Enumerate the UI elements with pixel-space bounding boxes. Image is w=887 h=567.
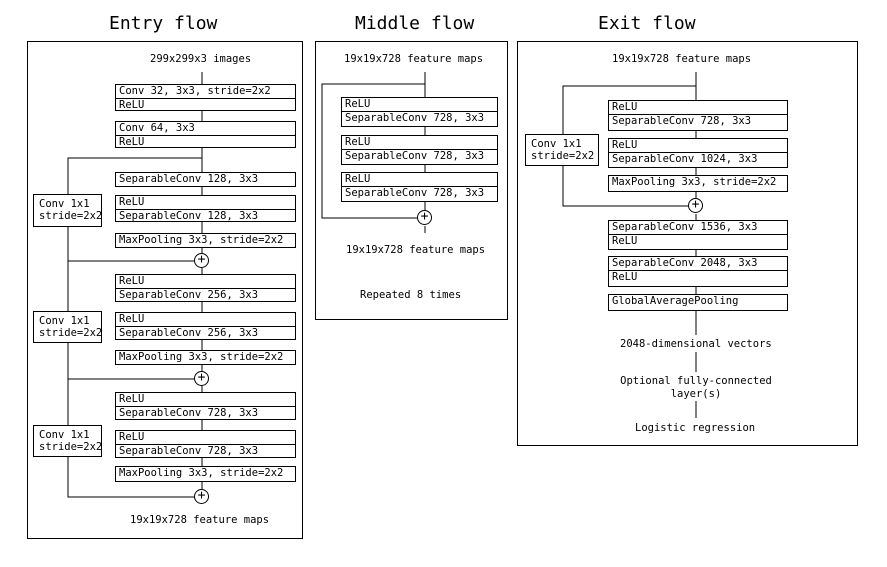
exit-flow-panel — [517, 41, 858, 446]
middle-flow-title: Middle flow — [355, 13, 475, 34]
middle-output-label: 19x19x728 feature maps — [346, 244, 486, 256]
entry-block-sepconv128-b: ReLU SeparableConv 128, 3x3 — [115, 195, 296, 222]
layer-label: ReLU — [119, 431, 145, 443]
layer-label: ReLU — [609, 270, 787, 283]
middle-block-3: ReLU SeparableConv 728, 3x3 — [341, 172, 498, 202]
entry-skip-conv-1: Conv 1x1 stride=2x2 — [33, 194, 102, 227]
entry-skip-conv-3: Conv 1x1 stride=2x2 — [33, 425, 102, 457]
entry-input-label: 299x299x3 images — [150, 53, 252, 65]
middle-flow-panel — [315, 41, 508, 320]
skip-label: stride=2x2 — [39, 441, 103, 453]
fc-label-line: layer(s) — [670, 388, 722, 400]
exit-flow-title: Exit flow — [598, 13, 696, 34]
layer-label: ReLU — [116, 98, 295, 111]
middle-add-node: + — [417, 210, 432, 225]
entry-block-conv32: Conv 32, 3x3, stride=2x2 ReLU — [115, 84, 296, 111]
layer-label: SeparableConv 256, 3x3 — [116, 288, 295, 301]
add-node-3: + — [194, 489, 209, 504]
layer-label: SeparableConv 728, 3x3 — [609, 114, 787, 127]
skip-label: Conv 1x1 — [39, 429, 90, 441]
entry-block-conv64: Conv 64, 3x3 ReLU — [115, 121, 296, 148]
skip-label: stride=2x2 — [39, 327, 103, 339]
exit-block-maxpool: MaxPooling 3x3, stride=2x2 — [608, 175, 788, 192]
entry-block-sepconv728-b: ReLU SeparableConv 728, 3x3 — [115, 430, 296, 458]
exit-block-gap: GlobalAveragePooling — [608, 294, 788, 311]
layer-label: SeparableConv 728, 3x3 — [116, 444, 295, 457]
exit-block-sepconv2048: SeparableConv 2048, 3x3 ReLU — [608, 256, 788, 287]
middle-input-label: 19x19x728 feature maps — [344, 53, 484, 65]
layer-label: ReLU — [119, 393, 145, 405]
layer-label: SeparableConv 728, 3x3 — [116, 406, 295, 419]
entry-block-sepconv128-a: SeparableConv 128, 3x3 — [115, 172, 296, 187]
entry-block-maxpool-2: MaxPooling 3x3, stride=2x2 — [115, 350, 296, 365]
entry-block-maxpool-1: MaxPooling 3x3, stride=2x2 — [115, 233, 296, 248]
middle-repeat-label: Repeated 8 times — [360, 289, 462, 301]
layer-label: SeparableConv 1024, 3x3 — [609, 152, 787, 165]
layer-label: ReLU — [119, 275, 145, 287]
entry-block-maxpool-3: MaxPooling 3x3, stride=2x2 — [115, 466, 296, 482]
layer-label: ReLU — [612, 139, 638, 151]
skip-label: Conv 1x1 — [531, 138, 582, 150]
exit-vectors-label: 2048-dimensional vectors — [620, 338, 772, 350]
layer-label: ReLU — [345, 136, 371, 148]
layer-label: ReLU — [612, 101, 638, 113]
exit-block-sepconv1536: SeparableConv 1536, 3x3 ReLU — [608, 220, 788, 250]
add-node-2: + — [194, 371, 209, 386]
layer-label: Conv 64, 3x3 — [119, 122, 195, 134]
layer-label: SeparableConv 1536, 3x3 — [612, 221, 758, 233]
layer-label: SeparableConv 728, 3x3 — [342, 111, 497, 124]
layer-label: ReLU — [119, 313, 145, 325]
middle-block-2: ReLU SeparableConv 728, 3x3 — [341, 135, 498, 165]
entry-skip-conv-2: Conv 1x1 stride=2x2 — [33, 311, 102, 343]
layer-label: GlobalAveragePooling — [612, 295, 739, 307]
layer-label: SeparableConv 728, 3x3 — [342, 186, 497, 199]
entry-block-sepconv256-a: ReLU SeparableConv 256, 3x3 — [115, 274, 296, 302]
layer-label: ReLU — [119, 196, 145, 208]
skip-label: Conv 1x1 — [39, 315, 90, 327]
layer-label: SeparableConv 256, 3x3 — [116, 326, 295, 339]
layer-label: MaxPooling 3x3, stride=2x2 — [119, 234, 284, 246]
exit-block-sepconv728: ReLU SeparableConv 728, 3x3 — [608, 100, 788, 131]
add-node-1: + — [194, 253, 209, 268]
layer-label: MaxPooling 3x3, stride=2x2 — [612, 176, 777, 188]
exit-input-label: 19x19x728 feature maps — [612, 53, 752, 65]
layer-label: MaxPooling 3x3, stride=2x2 — [119, 351, 284, 363]
layer-label: SeparableConv 128, 3x3 — [119, 173, 259, 185]
entry-flow-title: Entry flow — [109, 13, 218, 34]
exit-logistic-label: Logistic regression — [635, 422, 756, 434]
exit-skip-conv: Conv 1x1 stride=2x2 — [525, 134, 599, 166]
skip-label: stride=2x2 — [39, 210, 103, 222]
layer-label: SeparableConv 128, 3x3 — [116, 209, 295, 222]
entry-block-sepconv256-b: ReLU SeparableConv 256, 3x3 — [115, 312, 296, 340]
entry-output-label: 19x19x728 feature maps — [130, 514, 270, 526]
skip-label: stride=2x2 — [531, 150, 595, 162]
middle-block-1: ReLU SeparableConv 728, 3x3 — [341, 97, 498, 127]
layer-label: ReLU — [345, 98, 371, 110]
skip-label: Conv 1x1 — [39, 198, 90, 210]
entry-flow-panel — [27, 41, 303, 539]
layer-label: SeparableConv 728, 3x3 — [342, 149, 497, 162]
layer-label: ReLU — [609, 234, 787, 247]
exit-fc-label: Optional fully-connected layer(s) — [610, 375, 782, 401]
exit-add-node: + — [688, 198, 703, 213]
exit-block-sepconv1024: ReLU SeparableConv 1024, 3x3 — [608, 138, 788, 168]
layer-label: MaxPooling 3x3, stride=2x2 — [119, 467, 284, 479]
entry-block-sepconv728-a: ReLU SeparableConv 728, 3x3 — [115, 392, 296, 420]
layer-label: ReLU — [116, 135, 295, 148]
layer-label: Conv 32, 3x3, stride=2x2 — [119, 85, 271, 97]
layer-label: ReLU — [345, 173, 371, 185]
layer-label: SeparableConv 2048, 3x3 — [612, 257, 758, 269]
fc-label-line: Optional fully-connected — [620, 375, 772, 387]
